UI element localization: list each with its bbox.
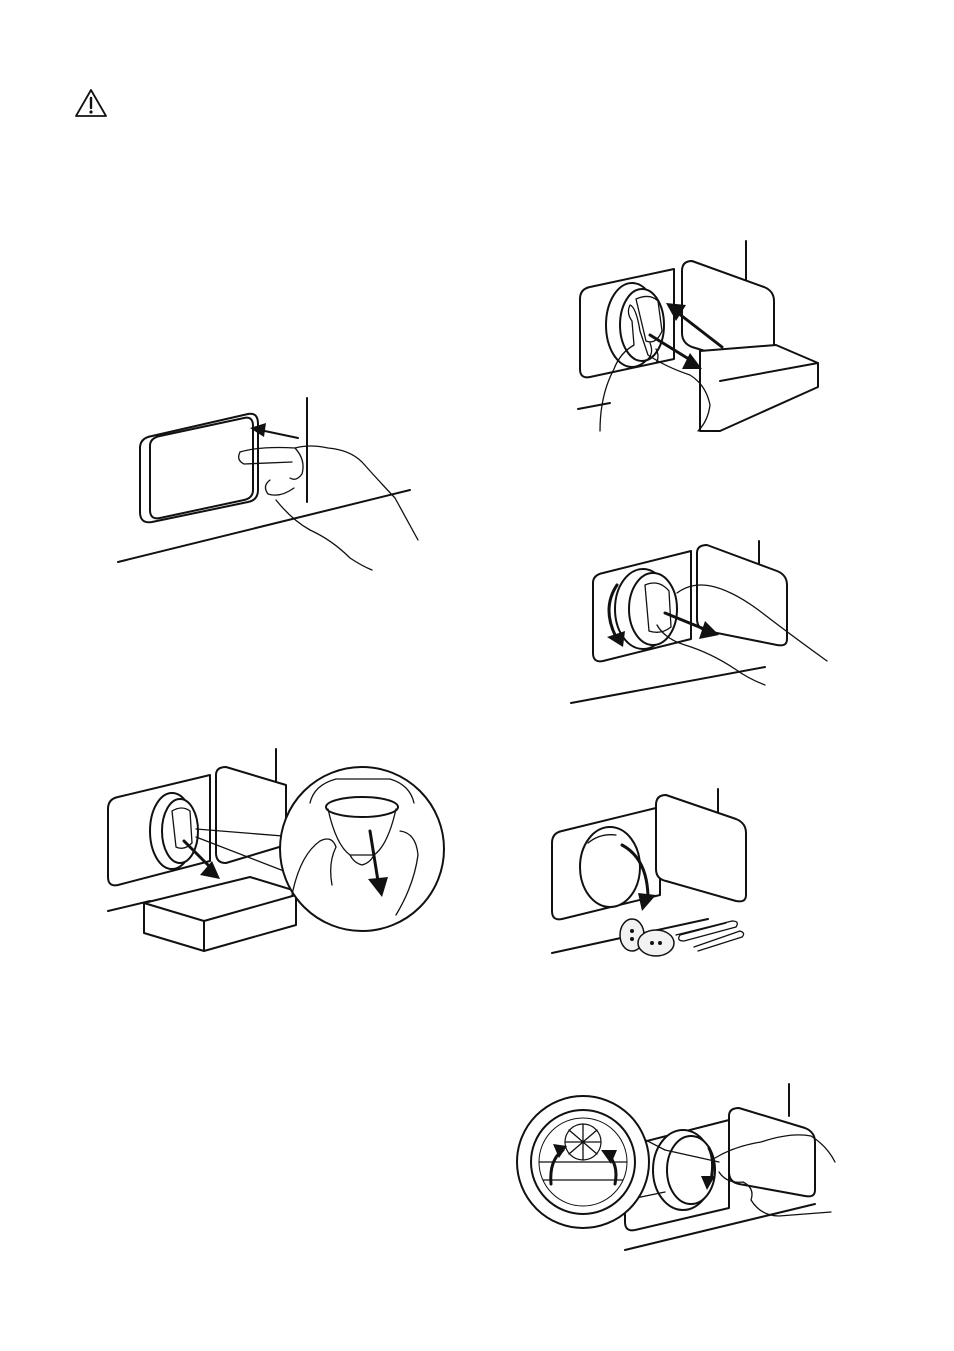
figure-pull-emergency-hose xyxy=(570,235,830,435)
figure-open-filter-flap xyxy=(110,390,430,570)
figure-rotate-pump-impeller xyxy=(515,1080,845,1258)
warning-triangle-icon xyxy=(74,88,108,118)
figure-unscrew-filter xyxy=(565,535,835,710)
figure-drain-into-container xyxy=(100,745,450,970)
figure-remove-foreign-bodies xyxy=(548,785,758,960)
